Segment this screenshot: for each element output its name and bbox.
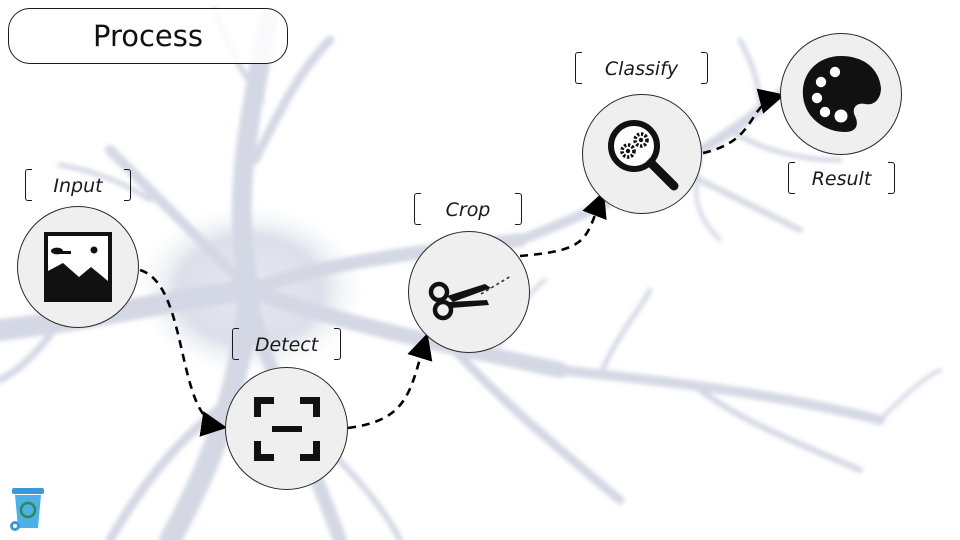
step-node-detect	[225, 367, 348, 490]
step-node-result	[780, 33, 902, 155]
page-title: Process	[8, 8, 288, 64]
step-node-crop	[408, 231, 530, 353]
image-icon	[44, 232, 112, 302]
gear-icon	[633, 132, 649, 148]
page-title-text: Process	[92, 19, 203, 53]
recycle-bin-icon[interactable]	[6, 486, 46, 532]
step-node-input	[17, 206, 139, 328]
arrow-detect-to-crop	[347, 333, 433, 430]
step-label-classify: Classify	[575, 52, 708, 86]
magnifier-gears-icon	[608, 120, 679, 191]
step-label-result: Result	[788, 162, 895, 196]
arrow-classify-to-result	[702, 88, 786, 155]
step-node-classify	[582, 94, 702, 214]
palette-icon	[802, 56, 881, 132]
step-label-input: Input	[25, 169, 131, 203]
scissors-icon	[428, 275, 512, 321]
scan-frame-icon	[253, 396, 320, 461]
gear-icon	[620, 143, 636, 159]
arrow-crop-to-classify	[519, 191, 607, 258]
arrow-input-to-detect	[139, 268, 228, 437]
step-label-crop: Crop	[414, 193, 522, 227]
step-label-detect: Detect	[232, 328, 341, 362]
